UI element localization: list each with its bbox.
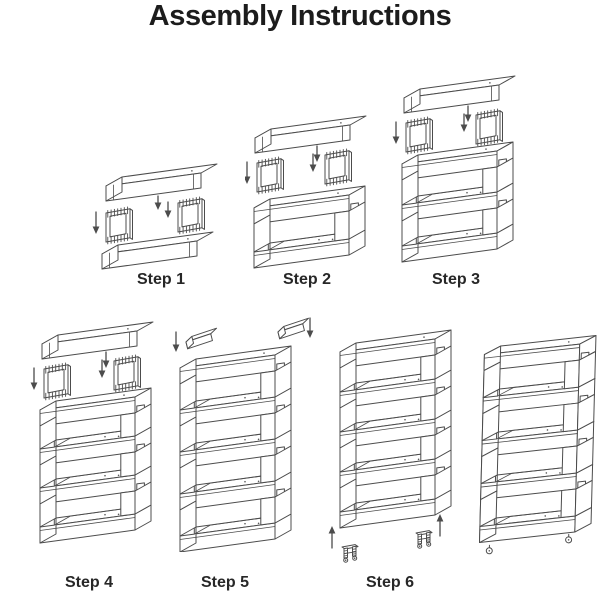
arrow-down-icon [102, 351, 110, 368]
caster-wheel [565, 533, 573, 544]
step-5-figure [172, 317, 314, 552]
step-2-label: Step 2 [282, 271, 331, 288]
arrow-down-icon [460, 113, 468, 132]
step-5-label: Step 5 [200, 574, 249, 591]
shelf-part [254, 115, 367, 154]
caster-part [341, 544, 359, 563]
arrow-up-icon [328, 526, 336, 549]
arrow-up-icon [436, 514, 444, 537]
shelf-unit-assembly [479, 335, 597, 544]
shelf-part [403, 75, 516, 114]
step-1-figure [92, 163, 218, 270]
shelf-unit-assembly [401, 141, 514, 263]
side-panel-part [256, 156, 284, 195]
caster-part [415, 530, 433, 549]
shelf-unit-assembly [179, 345, 292, 552]
arrow-down-icon [464, 105, 472, 122]
step-2-figure [245, 115, 367, 269]
finished-product-figure [479, 335, 597, 555]
shelf-part [101, 231, 214, 270]
step-1-label: Step 1 [136, 271, 185, 288]
shelf-part [105, 163, 218, 202]
shelf-part [41, 321, 154, 360]
side-panel-part [475, 108, 503, 147]
top-cap-part [277, 317, 310, 340]
page-title: Assembly Instructions [148, 0, 452, 32]
side-panel-part [324, 148, 352, 187]
arrow-down-icon [98, 359, 106, 378]
shelf-unit-assembly [339, 329, 452, 529]
arrow-down-icon [172, 331, 180, 352]
shelf-unit-assembly [253, 185, 366, 269]
side-panel-part [113, 354, 141, 393]
step-3-figure [392, 75, 516, 263]
step-6-label: Step 6 [365, 574, 414, 591]
arrow-down-icon [245, 161, 251, 184]
side-panel-part [405, 116, 433, 155]
arrow-down-icon [306, 317, 314, 338]
shelf-unit-assembly [39, 387, 152, 544]
arrow-down-icon [154, 195, 162, 210]
side-panel-part [43, 362, 71, 401]
caster-wheel [485, 544, 493, 555]
arrow-down-icon [313, 145, 321, 162]
step-4-label: Step 4 [64, 574, 113, 591]
step-6-figure [328, 329, 452, 563]
step-4-figure [30, 321, 154, 544]
top-cap-part [185, 327, 218, 350]
arrow-down-icon [309, 153, 317, 172]
arrow-down-icon [92, 211, 100, 234]
arrow-down-icon [392, 121, 400, 144]
arrow-down-icon [30, 367, 38, 390]
step-3-label: Step 3 [431, 271, 480, 288]
arrow-down-icon [164, 201, 172, 218]
side-panel-part [105, 206, 133, 245]
side-panel-part [177, 196, 205, 235]
